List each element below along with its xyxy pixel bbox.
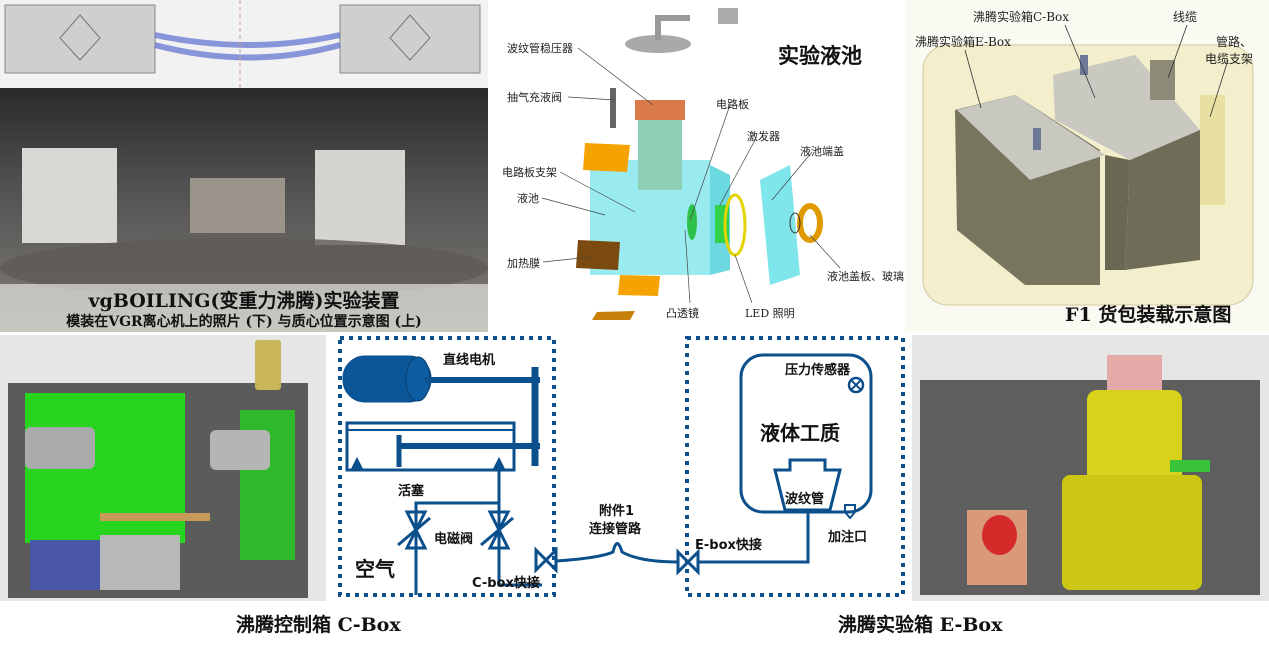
- label-attachment: 附件1: [599, 504, 635, 519]
- label-working-fluid: 液体工质: [760, 421, 840, 445]
- label-board-bracket: 电路板支架: [502, 166, 557, 179]
- vgboiling-subtitle: 模装在VGR离心机上的照片 (下) 与质心位置示意图 (上): [66, 314, 422, 330]
- label-solenoid-valve: 电磁阀: [434, 532, 474, 547]
- solenoid-valve-icon-1: [397, 510, 431, 550]
- vgboiling-title: vgBOILING(变重力沸腾)实验装置: [88, 290, 400, 312]
- cylinder-icon: [345, 421, 516, 472]
- label-led: LED 照明: [745, 307, 795, 320]
- label-exciter: 激发器: [747, 130, 780, 143]
- ebox-render: [912, 335, 1269, 601]
- label-circuit-board: 电路板: [716, 98, 749, 111]
- label-bellows-stabilizer: 波纹管稳压器: [507, 42, 573, 55]
- ebox-caption: 沸腾实验箱 E-Box: [838, 614, 1003, 636]
- cbox-quick-connector-icon: [534, 546, 558, 574]
- label-convex-lens: 凸透镜: [666, 307, 699, 320]
- label-heater-film: 加热膜: [507, 257, 540, 270]
- label-pipe: 管路、: [1216, 35, 1253, 49]
- ebox-quick-connector-icon: [676, 548, 700, 576]
- label-end-cap: 液池端盖: [800, 145, 844, 158]
- label-connecting-pipe: 连接管路: [589, 522, 642, 537]
- cell-exploded-view: [541, 8, 841, 320]
- label-cell: 液池: [517, 192, 539, 205]
- label-cbox-connector: C-box快接: [472, 576, 540, 591]
- label-ebox: 沸腾实验箱E-Box: [915, 35, 1011, 49]
- solenoid-valve-icon-2: [480, 510, 514, 550]
- label-bellows: 波纹管: [785, 492, 825, 507]
- f1-panel: 沸腾实验箱C-Box 沸腾实验箱E-Box 线缆 管路、 电缆支架 F1 货包装…: [905, 0, 1269, 332]
- cell-title: 实验液池: [778, 44, 862, 68]
- label-ebox-connector: E-box快接: [695, 538, 762, 553]
- label-cable: 线缆: [1173, 10, 1198, 24]
- label-fill-port: 加注口: [828, 530, 868, 545]
- label-pressure-sensor: 压力传感器: [785, 363, 851, 378]
- cell-panel: 实验液池 波纹管稳压器 抽气充液阀 电路板支架 液池 加热膜 电路板 激发器 液…: [490, 0, 905, 332]
- caption-overlay: [0, 284, 488, 332]
- fill-port-arrow-icon: [844, 504, 856, 520]
- vgboiling-panel: vgBOILING(变重力沸腾)实验装置 模装在VGR离心机上的照片 (下) 与…: [0, 0, 488, 332]
- f1-cargo-render: [922, 24, 1254, 306]
- label-cbox: 沸腾实验箱C-Box: [973, 10, 1070, 24]
- label-cable-bracket: 电缆支架: [1205, 52, 1254, 66]
- label-air: 空气: [355, 557, 395, 581]
- connecting-pipe: [555, 542, 679, 564]
- center-of-mass-drawing: [0, 0, 488, 88]
- label-fill-valve: 抽气充液阀: [507, 91, 562, 104]
- cbox-caption: 沸腾控制箱 C-Box: [236, 614, 401, 636]
- label-piston: 活塞: [398, 484, 425, 499]
- linear-motor-icon: [342, 355, 432, 403]
- label-linear-motor: 直线电机: [443, 353, 496, 368]
- pressure-sensor-icon: [847, 376, 865, 394]
- label-cover-glass: 液池盖板、玻璃: [827, 270, 904, 283]
- f1-title: F1 货包装载示意图: [1065, 304, 1232, 326]
- cbox-render: [0, 335, 326, 601]
